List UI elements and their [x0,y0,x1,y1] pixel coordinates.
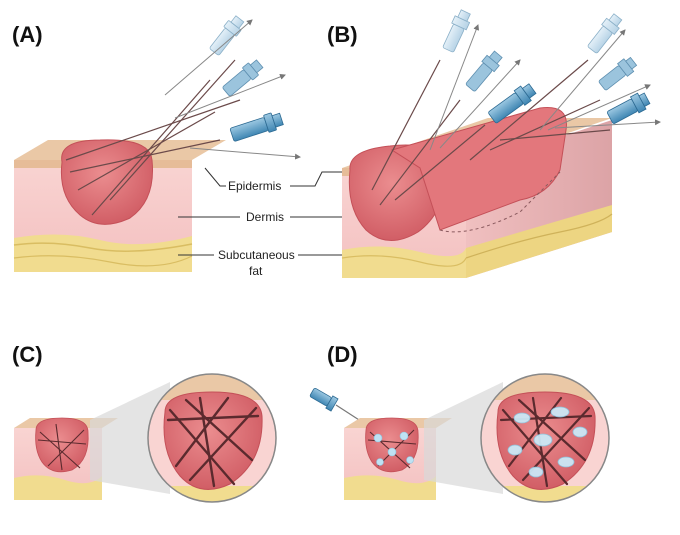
panel-b-syringe-2 [465,50,503,92]
panel-a-syringe-2 [222,59,264,97]
panel-b-needle-tracks [371,59,611,206]
panel-b-syringe-6 [607,92,651,124]
panel-a-syringe-3 [229,112,284,142]
panel-a-needle-tracks [65,59,241,216]
panel-d-syringe [309,388,339,412]
panel-b-label: (B) [327,22,358,47]
label-epidermis: Epidermis [228,179,281,193]
panel-d-skin-block [344,417,452,500]
panel-d-zoom-cone [424,382,503,494]
panel-b-syringe-3 [488,83,537,124]
layer-labels: Epidermis Dermis Subcutaneous fat [178,167,345,278]
panel-b-motion-arrows [429,24,661,151]
label-subcutaneous: Subcutaneous [218,248,295,262]
panel-c-lesion-small [35,417,89,473]
panel-a-motion-arrows [164,19,301,160]
panel-d-label: (D) [327,342,358,367]
panel-a: (A) [12,15,301,272]
panel-b-syringe-1 [442,9,471,53]
label-fat: fat [249,264,263,278]
panel-b-syringe-4 [587,13,623,54]
panel-d: (D) [309,342,610,503]
label-dermis: Dermis [246,210,284,224]
panel-b: (B) [327,9,661,278]
panel-a-skin-block [13,139,226,272]
panel-c-label: (C) [12,342,43,367]
panel-a-syringe-1 [209,15,245,56]
panel-d-magnified-view [480,373,610,503]
panel-a-label: (A) [12,22,43,47]
panel-c-zoom-cone [90,382,170,494]
panel-b-syringe-5 [598,56,638,91]
panel-c: (C) [12,342,277,503]
